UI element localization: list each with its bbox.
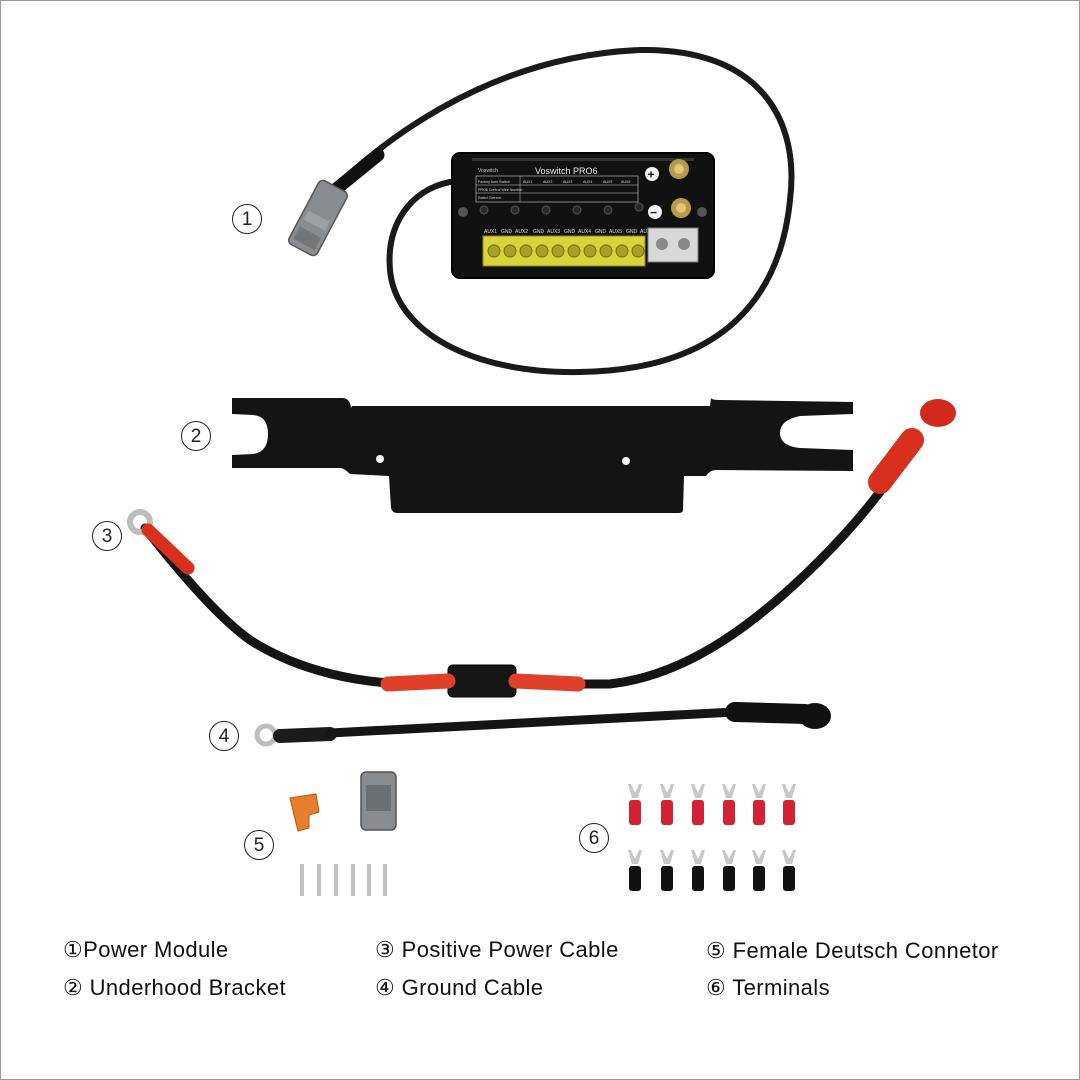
power-module: Voswitch Voswitch PRO6 Factory Auto Swit…	[287, 46, 795, 376]
deutsch-connector-parts	[289, 771, 397, 896]
positive-power-cable	[127, 399, 956, 698]
module-title: Voswitch PRO6	[535, 166, 598, 176]
spec-row-2: PRO6 Control Wire Number	[478, 188, 523, 192]
spec-row-1: Factory Auto Switch	[478, 180, 510, 184]
callout-1: 1	[232, 204, 262, 234]
terminal-label-11: AUX6	[640, 229, 653, 235]
spec-col-1: AUX1	[523, 180, 532, 184]
terminal-label-5: AUX3	[547, 229, 560, 235]
callout-6: 6	[579, 823, 609, 853]
polarity-minus: −	[650, 206, 657, 220]
spec-col-5: AUX5	[603, 180, 612, 184]
polarity-plus: +	[648, 168, 655, 182]
deutsch-connector	[287, 179, 349, 257]
terminal-label-9: AUX5	[609, 229, 622, 235]
terminal-label-8: GND	[595, 229, 607, 235]
legend-item-4: ④ Ground Cable	[375, 975, 544, 1000]
terminals	[628, 784, 796, 891]
legend-item-3: ③ Positive Power Cable	[375, 937, 619, 962]
legend-item-6: ⑥ Terminals	[706, 975, 830, 1000]
terminal-label-1: AUX1	[484, 229, 497, 235]
legend-item-2: ② Underhood Bracket	[63, 975, 286, 1000]
module-brand-label: Voswitch	[478, 168, 498, 174]
terminal-label-3: AUX2	[515, 229, 528, 235]
callout-5: 5	[244, 830, 274, 860]
spec-row-3: Rated Current	[478, 196, 501, 200]
terminal-label-2: GND	[501, 229, 513, 235]
terminal-block	[482, 235, 646, 267]
spec-col-3: AUX3	[563, 180, 572, 184]
legend-item-1: ①Power Module	[63, 937, 229, 962]
spec-col-2: AUX2	[543, 180, 552, 184]
legend-item-5: ⑤ Female Deutsch Connetor	[706, 938, 999, 963]
spec-col-6: AUX6	[621, 180, 630, 184]
module-spec-table: Factory Auto Switch PRO6 Control Wire Nu…	[475, 175, 639, 203]
terminal-label-10: GND	[626, 229, 638, 235]
terminal-label-7: AUX4	[578, 229, 591, 235]
callout-3: 3	[92, 521, 122, 551]
terminal-label-6: GND	[564, 229, 576, 235]
terminal-label-4: GND	[533, 229, 545, 235]
callout-4: 4	[209, 721, 239, 751]
callout-2: 2	[181, 421, 211, 451]
spec-col-4: AUX4	[583, 180, 592, 184]
ground-cable	[254, 702, 831, 747]
underhood-bracket	[232, 398, 853, 513]
